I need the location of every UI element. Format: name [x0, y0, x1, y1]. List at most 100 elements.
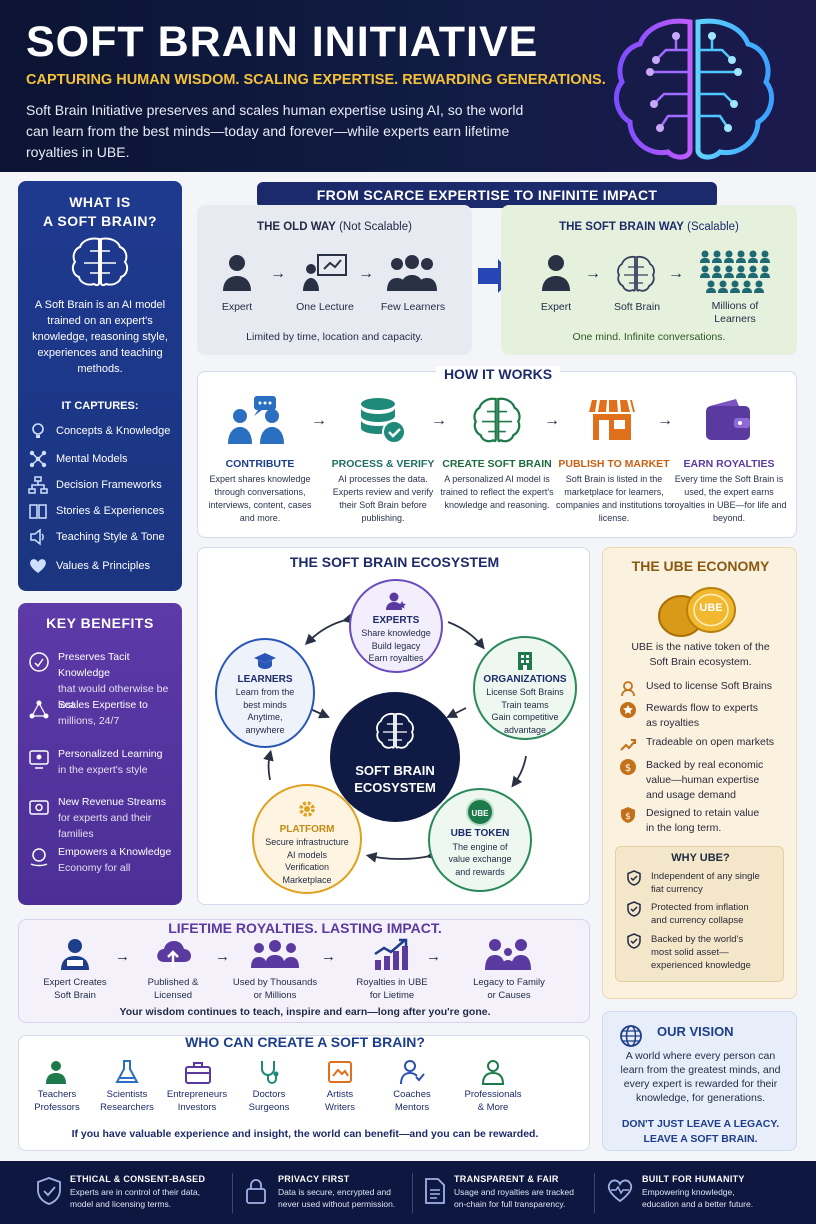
arrow-icon: →	[431, 412, 447, 429]
speaker-icon	[30, 528, 44, 546]
ecosystem-panel: THE SOFT BRAIN ECOSYSTEM SOFT BRAIN ECOS…	[197, 547, 590, 905]
gear-icon	[299, 801, 315, 817]
captures-title: IT CAPTURES:	[61, 400, 139, 412]
arrow-icon: →	[321, 948, 336, 965]
ube-line: as royalties	[646, 717, 700, 729]
expert-create-icon	[61, 939, 89, 970]
ube-token-node: UBE UBE TOKEN The engine of value exchan…	[428, 788, 532, 892]
footer-line: model and licensing terms.	[70, 1199, 172, 1209]
step-title: EARN ROYALTIES	[669, 458, 789, 470]
license-icon	[621, 681, 635, 697]
cta-line2: LEAVE A SOFT BRAIN.	[643, 1133, 758, 1145]
center-line1: SOFT BRAIN	[355, 763, 435, 778]
capture-label: Decision Frameworks	[56, 479, 162, 491]
node-title: ORGANIZATIONS	[483, 673, 567, 685]
royalty-line: or Causes	[487, 990, 531, 1001]
ube-line: Tradeable on open markets	[646, 736, 775, 748]
benefit-line: Personalized Learning	[58, 748, 163, 760]
ube-line: Used to license Soft Brains	[646, 680, 773, 692]
how-title-text: HOW IT WORKS	[435, 366, 561, 382]
node-line: Gain competitive	[491, 712, 559, 722]
creator-line: Surgeons	[248, 1102, 290, 1113]
who-footer: If you have valuable experience and insi…	[71, 1128, 539, 1140]
professional-icon	[481, 1060, 505, 1085]
ube-line: Rewards flow to experts	[646, 702, 759, 714]
creator-line: Researchers	[100, 1102, 154, 1113]
creator-line: Teachers	[37, 1089, 77, 1100]
arrow-icon: →	[358, 265, 374, 282]
capture-item: Concepts & Knowledge	[28, 421, 170, 441]
cta-line1: DON'T JUST LEAVE A LEGACY.	[621, 1118, 780, 1130]
creator-line: Artists	[326, 1089, 354, 1100]
why-line: Backed by the world's	[651, 934, 744, 945]
old-title-text: THE OLD WAY	[257, 221, 336, 233]
graduation-cap-icon	[254, 653, 276, 669]
royalties-footer: Your wisdom continues to teach, inspire …	[119, 1006, 491, 1018]
why-line: fiat currency	[651, 884, 703, 895]
why-title: WHY UBE?	[671, 852, 730, 864]
vision-cta: DON'T JUST LEAVE A LEGACY. LEAVE A SOFT …	[603, 1117, 798, 1147]
step-title: PUBLISH TO MARKET	[554, 458, 674, 470]
ube-item: Used to license Soft Brains	[619, 679, 772, 697]
step-title-text: PROCESS & VERIFY	[331, 458, 435, 470]
node-line: Verification	[284, 862, 330, 872]
brain-icon	[71, 237, 129, 287]
arrow-icon: →	[657, 412, 673, 429]
creator-line: Investors	[177, 1102, 217, 1113]
footer-line: Empowering knowledge,	[642, 1187, 735, 1197]
lightbulb-icon	[32, 423, 44, 438]
experts-node: EXPERTS Share knowledge Build legacy Ear…	[349, 579, 443, 673]
revenue-icon	[29, 800, 49, 815]
ube-line: Designed to retain value	[646, 807, 760, 819]
how-title: HOW IT WORKS	[198, 366, 798, 382]
shield-check-icon	[627, 901, 641, 917]
footer-line: Experts are in control of their data,	[70, 1187, 200, 1197]
node-line: anywhere	[245, 724, 285, 735]
heart-icon	[30, 559, 46, 573]
royalties-title: LIFETIME ROYALTIES. LASTING IMPACT.	[168, 920, 442, 936]
ecosystem-center: SOFT BRAIN ECOSYSTEM	[330, 692, 460, 822]
benefits-title: KEY BENEFITS	[46, 615, 154, 631]
what-description: A Soft Brain is an AI model trained on a…	[32, 299, 168, 375]
wallet-icon	[706, 399, 750, 440]
hierarchy-icon	[28, 476, 48, 494]
ube-title: THE UBE ECONOMY	[631, 558, 770, 574]
node-line: Share knowledge	[361, 628, 431, 638]
ube-line: in the long term.	[646, 822, 722, 834]
royalty-line: Royalties in UBE	[356, 977, 428, 988]
step-title-text: EARN ROYALTIES	[683, 458, 775, 470]
step-title: CREATE SOFT BRAIN	[437, 458, 557, 470]
globe-hand-icon	[30, 848, 48, 867]
footer-title: BUILT FOR HUMANITY	[642, 1174, 745, 1184]
node-line: License Soft Brains	[486, 687, 564, 697]
node-line: best minds	[243, 699, 287, 710]
footer-divider	[232, 1173, 233, 1213]
center-line2: ECOSYSTEM	[354, 780, 436, 795]
globe-icon	[620, 1025, 642, 1047]
creator-line: Professors	[34, 1102, 80, 1113]
node-title: EXPERTS	[372, 614, 420, 626]
footer-line: never used without permission.	[278, 1199, 396, 1209]
footer-line: education and a better future.	[642, 1199, 754, 1209]
footer-line: Data is secure, encrypted and	[278, 1187, 391, 1197]
arrow-icon: →	[311, 412, 327, 429]
footer-line: Usage and royalties are tracked	[454, 1187, 575, 1197]
expert-icon	[223, 255, 251, 291]
